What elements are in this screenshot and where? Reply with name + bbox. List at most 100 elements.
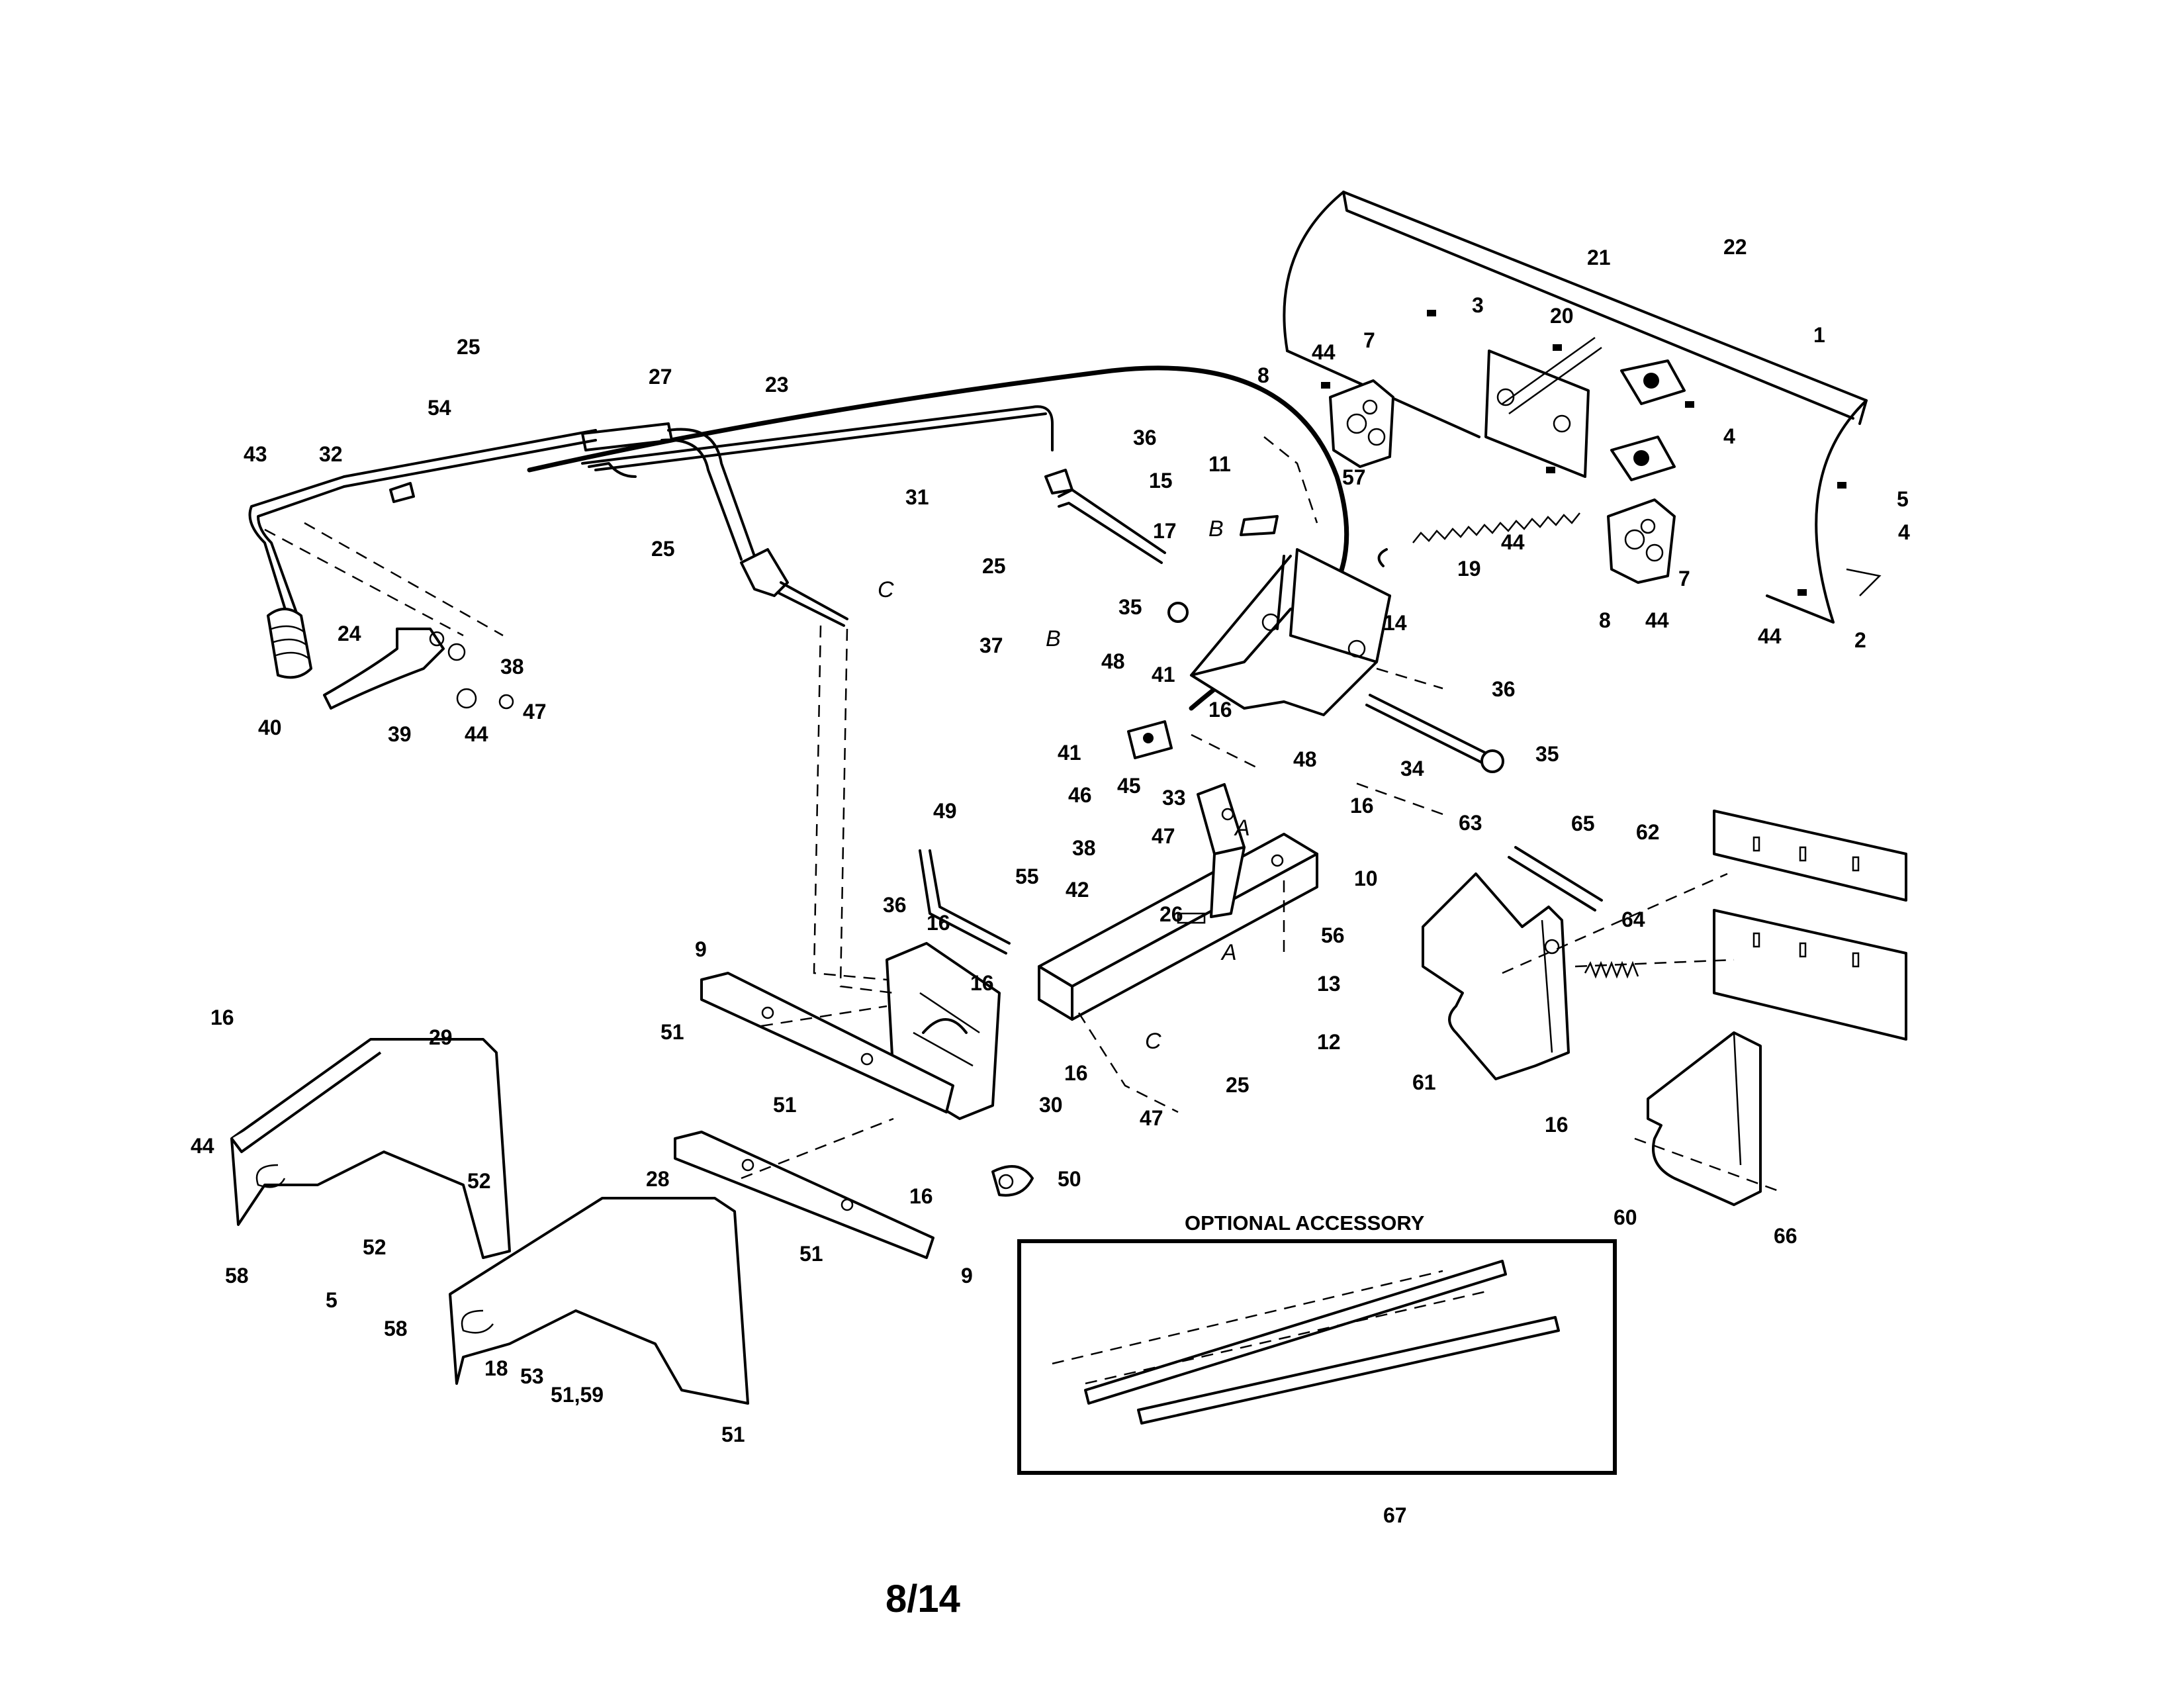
svg-text:25: 25 xyxy=(1226,1073,1250,1097)
lift-rod-assembly xyxy=(581,405,1054,627)
svg-text:64: 64 xyxy=(1621,908,1645,931)
svg-text:49: 49 xyxy=(933,799,957,823)
svg-text:44: 44 xyxy=(465,722,488,746)
svg-text:51: 51 xyxy=(799,1242,823,1266)
svg-text:19: 19 xyxy=(1457,557,1481,581)
svg-text:43: 43 xyxy=(244,442,267,466)
svg-text:37: 37 xyxy=(979,633,1003,657)
svg-text:4: 4 xyxy=(1723,424,1735,448)
svg-text:28: 28 xyxy=(646,1167,670,1191)
svg-text:55: 55 xyxy=(1015,865,1039,888)
svg-text:22: 22 xyxy=(1723,235,1747,259)
svg-text:16: 16 xyxy=(970,971,994,995)
foot-pedal xyxy=(323,628,514,710)
reference-letters: A A B B C C xyxy=(878,516,1250,1054)
push-arm-upper xyxy=(700,972,954,1113)
svg-text:16: 16 xyxy=(909,1184,933,1208)
svg-text:38: 38 xyxy=(1072,836,1096,860)
svg-text:58: 58 xyxy=(225,1264,249,1288)
svg-text:46: 46 xyxy=(1068,783,1092,807)
svg-text:58: 58 xyxy=(384,1317,408,1340)
svg-text:5: 5 xyxy=(326,1288,338,1312)
svg-text:35: 35 xyxy=(1535,742,1559,766)
svg-text:44: 44 xyxy=(191,1134,214,1158)
svg-text:8: 8 xyxy=(1599,608,1611,632)
side-bracket-left xyxy=(230,1038,511,1259)
side-bracket-right xyxy=(449,1197,749,1405)
upright-bar xyxy=(1197,783,1246,918)
svg-text:33: 33 xyxy=(1162,786,1186,810)
svg-text:41: 41 xyxy=(1152,663,1175,686)
svg-text:57: 57 xyxy=(1342,465,1366,489)
svg-text:10: 10 xyxy=(1354,867,1378,890)
plate-62-lower xyxy=(1713,909,1907,1041)
svg-text:45: 45 xyxy=(1117,774,1141,798)
svg-text:30: 30 xyxy=(1039,1093,1063,1117)
pin-63 xyxy=(1508,846,1603,912)
svg-text:42: 42 xyxy=(1066,878,1089,902)
svg-text:61: 61 xyxy=(1412,1070,1436,1094)
svg-text:C: C xyxy=(1145,1029,1161,1054)
page-number: 8/14 xyxy=(886,1577,960,1620)
svg-text:7: 7 xyxy=(1363,328,1375,352)
accessory-title: OPTIONAL ACCESSORY xyxy=(1185,1211,1425,1235)
svg-text:12: 12 xyxy=(1317,1030,1341,1054)
svg-text:16: 16 xyxy=(1350,794,1374,818)
svg-text:A: A xyxy=(1234,816,1250,841)
svg-text:44: 44 xyxy=(1312,340,1336,364)
svg-text:26: 26 xyxy=(1160,902,1183,926)
hand-lever xyxy=(248,429,597,679)
svg-text:16: 16 xyxy=(927,911,950,935)
svg-text:67: 67 xyxy=(1383,1503,1407,1527)
svg-text:50: 50 xyxy=(1058,1167,1081,1191)
svg-text:56: 56 xyxy=(1321,923,1345,947)
svg-text:29: 29 xyxy=(429,1025,453,1049)
svg-text:41: 41 xyxy=(1058,741,1081,765)
return-spring xyxy=(1377,336,1602,567)
optional-accessory-box xyxy=(1017,1239,1617,1475)
svg-text:2: 2 xyxy=(1854,628,1866,652)
svg-text:36: 36 xyxy=(883,893,907,917)
svg-text:16: 16 xyxy=(1545,1113,1569,1137)
svg-text:47: 47 xyxy=(523,700,547,724)
svg-text:14: 14 xyxy=(1383,611,1407,635)
svg-text:35: 35 xyxy=(1118,595,1142,619)
mounting-plate-4a xyxy=(1620,359,1686,405)
pivot-rod xyxy=(1167,602,1504,773)
svg-text:36: 36 xyxy=(1133,426,1157,449)
svg-text:32: 32 xyxy=(319,442,343,466)
pivot-bracket-lower xyxy=(1607,498,1676,584)
svg-text:51: 51 xyxy=(773,1093,797,1117)
svg-text:5: 5 xyxy=(1897,487,1909,511)
plate-62-upper xyxy=(1713,810,1907,902)
svg-text:4: 4 xyxy=(1898,520,1910,544)
svg-text:3: 3 xyxy=(1472,293,1484,317)
svg-text:21: 21 xyxy=(1587,246,1611,269)
svg-text:16: 16 xyxy=(210,1006,234,1029)
svg-text:38: 38 xyxy=(500,655,524,679)
svg-text:39: 39 xyxy=(388,722,412,746)
svg-text:63: 63 xyxy=(1459,811,1482,835)
svg-text:11: 11 xyxy=(1208,452,1231,476)
mounting-plate-4b xyxy=(1610,436,1676,481)
svg-text:24: 24 xyxy=(338,622,361,645)
svg-text:53: 53 xyxy=(520,1364,544,1388)
svg-text:44: 44 xyxy=(1501,530,1525,554)
plate-60 xyxy=(1647,1031,1762,1206)
svg-text:B: B xyxy=(1046,626,1061,651)
svg-text:40: 40 xyxy=(258,716,282,739)
spring-64 xyxy=(1584,961,1639,979)
svg-text:1: 1 xyxy=(1813,323,1825,347)
svg-text:47: 47 xyxy=(1152,824,1175,848)
svg-text:65: 65 xyxy=(1571,812,1595,835)
lock-pin xyxy=(919,849,1011,955)
svg-text:16: 16 xyxy=(1064,1061,1088,1085)
svg-text:48: 48 xyxy=(1101,649,1125,673)
assembly-lines xyxy=(264,436,1781,1193)
svg-text:25: 25 xyxy=(457,335,480,359)
hitch-plate xyxy=(1484,350,1590,478)
link-rod xyxy=(1044,469,1279,564)
svg-text:13: 13 xyxy=(1317,972,1341,996)
main-frame xyxy=(1038,833,1318,1021)
svg-text:9: 9 xyxy=(695,937,707,961)
